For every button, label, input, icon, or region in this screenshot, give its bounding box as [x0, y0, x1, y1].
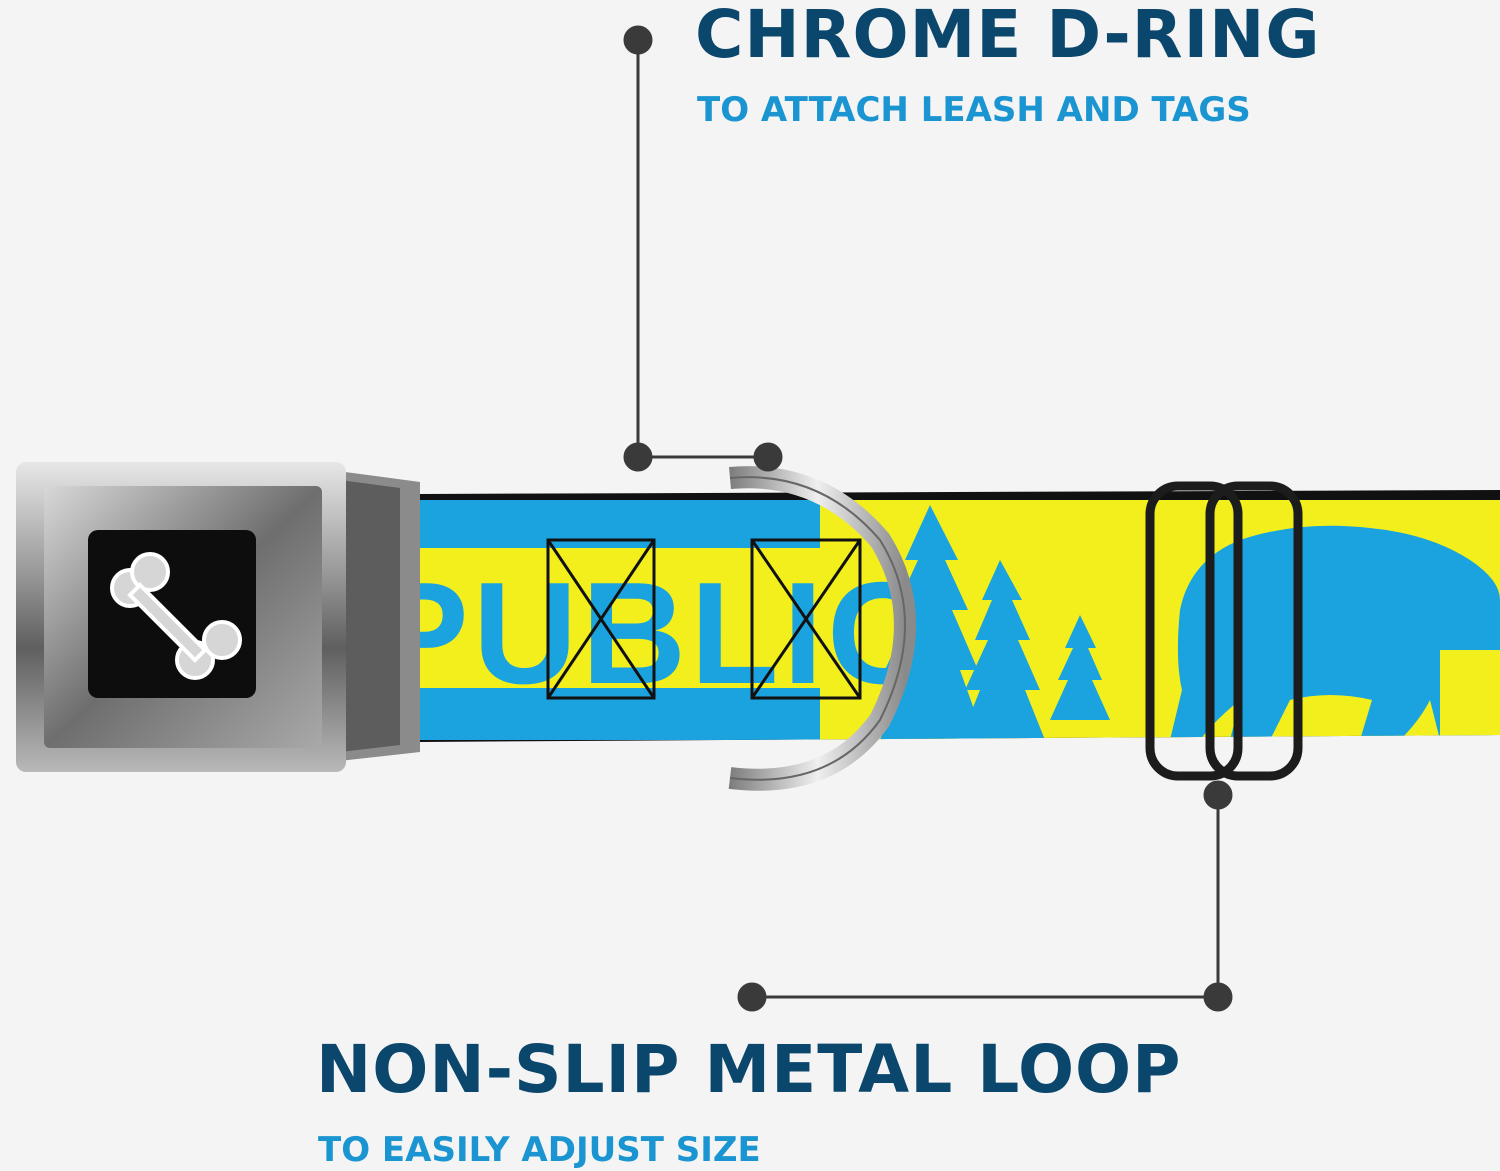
bone-icon [110, 552, 242, 680]
d-ring-leader-line [623, 25, 783, 472]
d-ring [728, 466, 916, 791]
box-x-stitch [546, 538, 862, 700]
d-ring-title: CHROME D-RING [695, 0, 1321, 73]
collar-strap: PUBLIC [345, 490, 1500, 743]
strap-print-text: PUBLIC [372, 552, 936, 714]
metal-loop [1145, 481, 1303, 781]
seatbelt-buckle [16, 462, 420, 772]
bear-silhouette [1170, 525, 1500, 740]
metal-loop-subtitle: TO EASILY ADJUST SIZE [318, 1130, 761, 1170]
metal-loop-leader-line [737, 780, 1233, 1012]
metal-loop-title: NON-SLIP METAL LOOP [316, 1031, 1182, 1108]
d-ring-subtitle: TO ATTACH LEASH AND TAGS [697, 90, 1251, 130]
